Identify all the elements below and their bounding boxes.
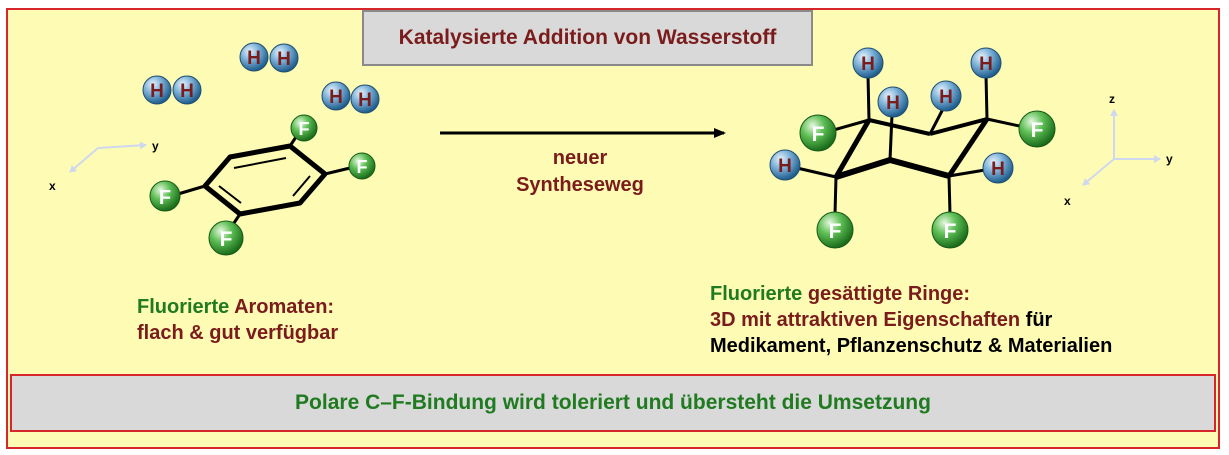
fluorine-atom: F [816, 211, 854, 249]
hydrogen-label: H [150, 81, 164, 102]
fluorine-atom: F [931, 211, 969, 249]
svg-text:H: H [991, 159, 1005, 180]
svg-text:F: F [1031, 119, 1044, 142]
left-caption-word2: Aromaten: [234, 296, 335, 318]
right-caption-word2: gesättigte Ringe: [807, 283, 971, 305]
right-caption: Fluorierte gesättigte Ringe: 3D mit attr… [710, 281, 1112, 359]
axis-label-y: y [152, 139, 159, 153]
axis-label-y: y [1166, 152, 1173, 166]
fluorine-atom: F [1018, 110, 1056, 148]
conclusion-text: Polare C–F-Bindung wird toleriert und üb… [295, 391, 931, 414]
hydrogen-label: H [277, 49, 291, 70]
fluorinated-cyclohexane: H H H H H H F F [769, 47, 1056, 249]
svg-text:F: F [812, 123, 825, 146]
h2-molecule: H H [142, 75, 202, 105]
fluorine-label: F [159, 187, 171, 209]
svg-text:F: F [944, 220, 957, 243]
title-banner: Katalysierte Addition von Wasserstoff [362, 10, 813, 66]
hydrogen-atom: H [852, 47, 884, 79]
left-caption-word1: Fluorierte [137, 296, 230, 318]
hydrogen-atom: H [970, 47, 1002, 79]
axis-label-x: x [1064, 194, 1071, 208]
arrow-label-line1: neuer [553, 147, 608, 169]
hydrogen-atom: H [769, 149, 801, 181]
fluorine-label: F [299, 119, 310, 139]
svg-text:H: H [778, 156, 792, 177]
hydrogen-atom: H [877, 86, 909, 118]
hydrogen-label: H [329, 87, 343, 108]
h2-molecule: H H [239, 42, 299, 73]
right-caption-word1: Fluorierte [710, 283, 803, 305]
fluorine-atom: F [799, 114, 837, 152]
title-text: Katalysierte Addition von Wasserstoff [398, 26, 777, 49]
svg-text:F: F [829, 220, 842, 243]
axes-indicator-right: z y x [1064, 92, 1173, 208]
axis-label-z: z [1109, 92, 1115, 106]
h2-molecule: H H [321, 81, 380, 114]
svg-text:H: H [939, 87, 953, 108]
hydrogen-label: H [180, 81, 194, 102]
left-caption: Fluorierte Aromaten: flach & gut verfügb… [137, 294, 338, 346]
hydrogen-atom: H [930, 80, 962, 112]
left-caption-line2: flach & gut verfügbar [137, 322, 339, 344]
arrow-label-line2: Syntheseweg [516, 174, 644, 196]
axis-label-x: x [49, 179, 56, 193]
svg-text:H: H [861, 54, 875, 75]
fluorine-label: F [220, 228, 233, 251]
fluorine-label: F [357, 157, 368, 177]
conclusion-banner: Polare C–F-Bindung wird toleriert und üb… [10, 374, 1216, 432]
axes-indicator-left: y x [49, 139, 159, 193]
hydrogen-label: H [247, 48, 261, 69]
right-caption-line2-colored: 3D mit attraktiven Eigenschaften [710, 309, 1021, 331]
svg-text:H: H [886, 93, 900, 114]
hydrogen-atom: H [982, 152, 1014, 184]
right-caption-line2-rest: für [1025, 309, 1053, 331]
fluoroaromatic-molecule: F F F F [149, 114, 376, 256]
svg-text:H: H [979, 54, 993, 75]
hydrogen-label: H [358, 90, 372, 111]
right-caption-line3: Medikament, Pflanzenschutz & Materialien [710, 335, 1113, 357]
